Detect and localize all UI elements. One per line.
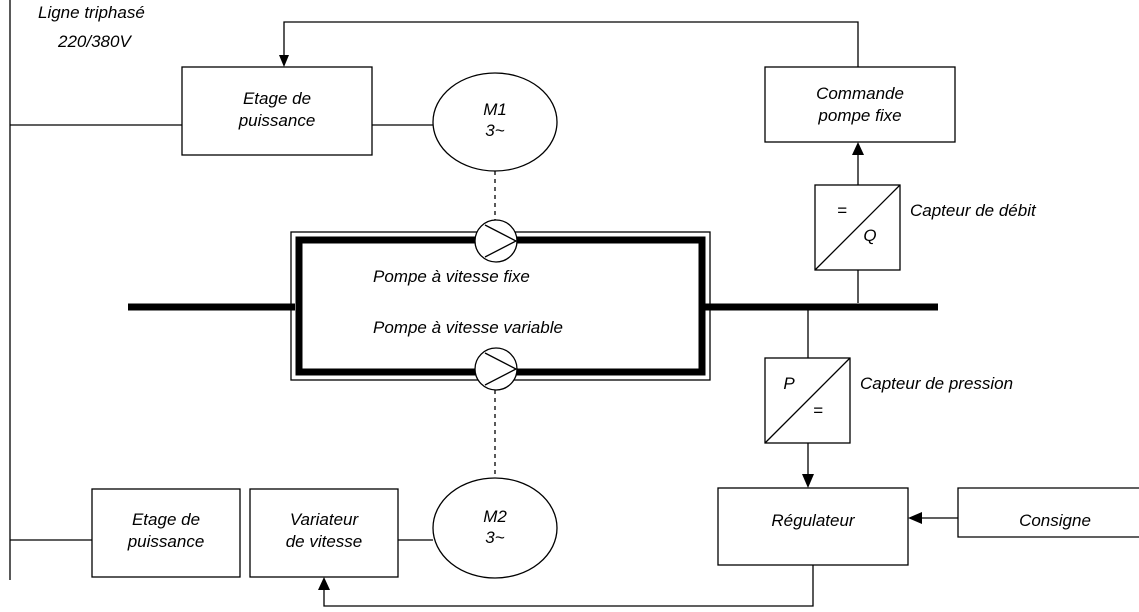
- flow-sensor-symbol-top: =: [837, 201, 847, 220]
- regulator-box: [717, 487, 909, 566]
- arrow-into-fixed-pump-control: [852, 142, 864, 155]
- motor-m1-name: M1: [483, 100, 507, 119]
- fixed-pump-label: Pompe à vitesse fixe: [373, 267, 530, 286]
- arrow-into-regulator-top: [802, 474, 814, 488]
- feedback-line-bottom: [323, 565, 814, 607]
- pump-variable-triangle: [484, 352, 518, 386]
- arrow-into-power-stage-top: [279, 55, 289, 67]
- pressure-sensor-symbol-bottom: =: [813, 401, 823, 420]
- setpoint-box-outline: [957, 487, 1139, 538]
- motor-m2-name: M2: [483, 507, 507, 526]
- feedback-line-top: [283, 21, 859, 67]
- power-stage-top-box: [181, 66, 373, 156]
- flow-sensor-label: Capteur de débit: [910, 201, 1037, 220]
- flow-sensor-diagonal: [814, 184, 901, 271]
- pump-variable-speed: [474, 347, 518, 391]
- line-label-1: Ligne triphasé: [38, 3, 145, 22]
- pressure-sensor-label: Capteur de pression: [860, 374, 1013, 393]
- motor-m2: [432, 477, 558, 579]
- motor-m2-phase: 3~: [485, 528, 504, 547]
- speed-variator-line2: de vitesse: [286, 532, 363, 551]
- fixed-pump-control-line2: pompe fixe: [817, 106, 901, 125]
- flow-sensor-symbol-bottom: Q: [863, 226, 876, 245]
- arrow-into-speed-variator: [318, 577, 330, 590]
- power-stage-bottom-box: [91, 488, 241, 578]
- power-stage-bottom-line1: Etage de: [132, 510, 200, 529]
- speed-variator-box: [249, 488, 399, 578]
- pressure-sensor-symbol-top: P: [783, 374, 795, 393]
- power-stage-top-line1: Etage de: [243, 89, 311, 108]
- pump-fixed-speed: [474, 219, 518, 263]
- power-stage-bottom-line2: puissance: [127, 532, 205, 551]
- motor-m1-phase: 3~: [485, 121, 504, 140]
- line-label-2: 220/380V: [57, 32, 132, 51]
- power-stage-top-line2: puissance: [238, 111, 316, 130]
- pump-fixed-triangle: [484, 224, 518, 258]
- fixed-pump-control-box: [764, 66, 956, 143]
- arrow-into-regulator-side: [908, 512, 922, 524]
- speed-variator-line1: Variateur: [290, 510, 360, 529]
- regulator-label: Régulateur: [771, 511, 856, 530]
- setpoint-label: Consigne: [1019, 511, 1091, 530]
- pressure-sensor-diagonal: [764, 357, 851, 444]
- fixed-pump-control-line1: Commande: [816, 84, 904, 103]
- variable-pump-label: Pompe à vitesse variable: [373, 318, 563, 337]
